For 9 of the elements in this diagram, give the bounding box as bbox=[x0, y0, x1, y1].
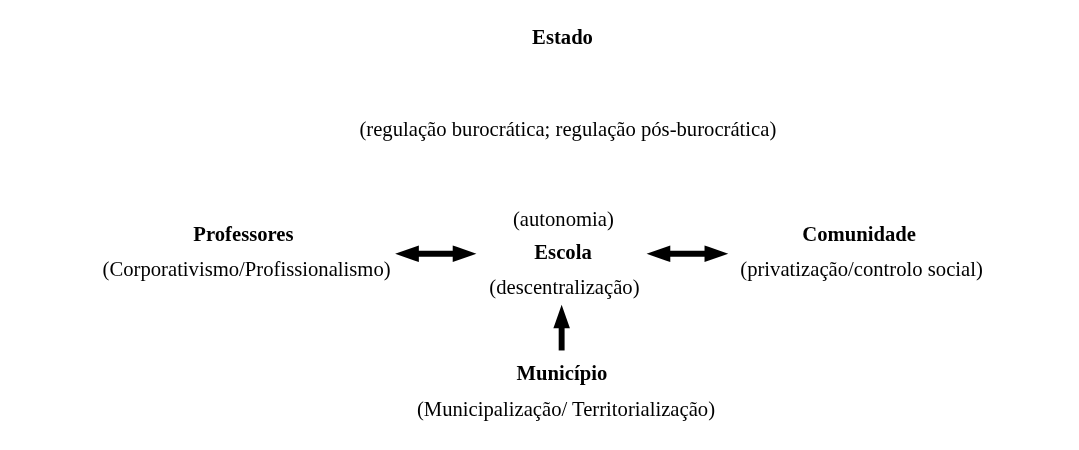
node-text: Município (Municipalização/ Territorialização) bbox=[416, 362, 716, 420]
arrow bbox=[553, 304, 570, 351]
node-text: Professores (Corporativismo/Profissionalismo) bbox=[102, 222, 391, 281]
node-text: (autonomia) Escola (descentralização) bbox=[489, 208, 640, 298]
arrow bbox=[646, 245, 729, 263]
label: (regulação burocrática; regulação pós-burocrática) bbox=[359, 117, 777, 140]
label: Estado bbox=[532, 26, 593, 49]
node-text: Comunidade (privatização/controlo social) bbox=[740, 222, 983, 281]
arrow bbox=[395, 245, 477, 263]
